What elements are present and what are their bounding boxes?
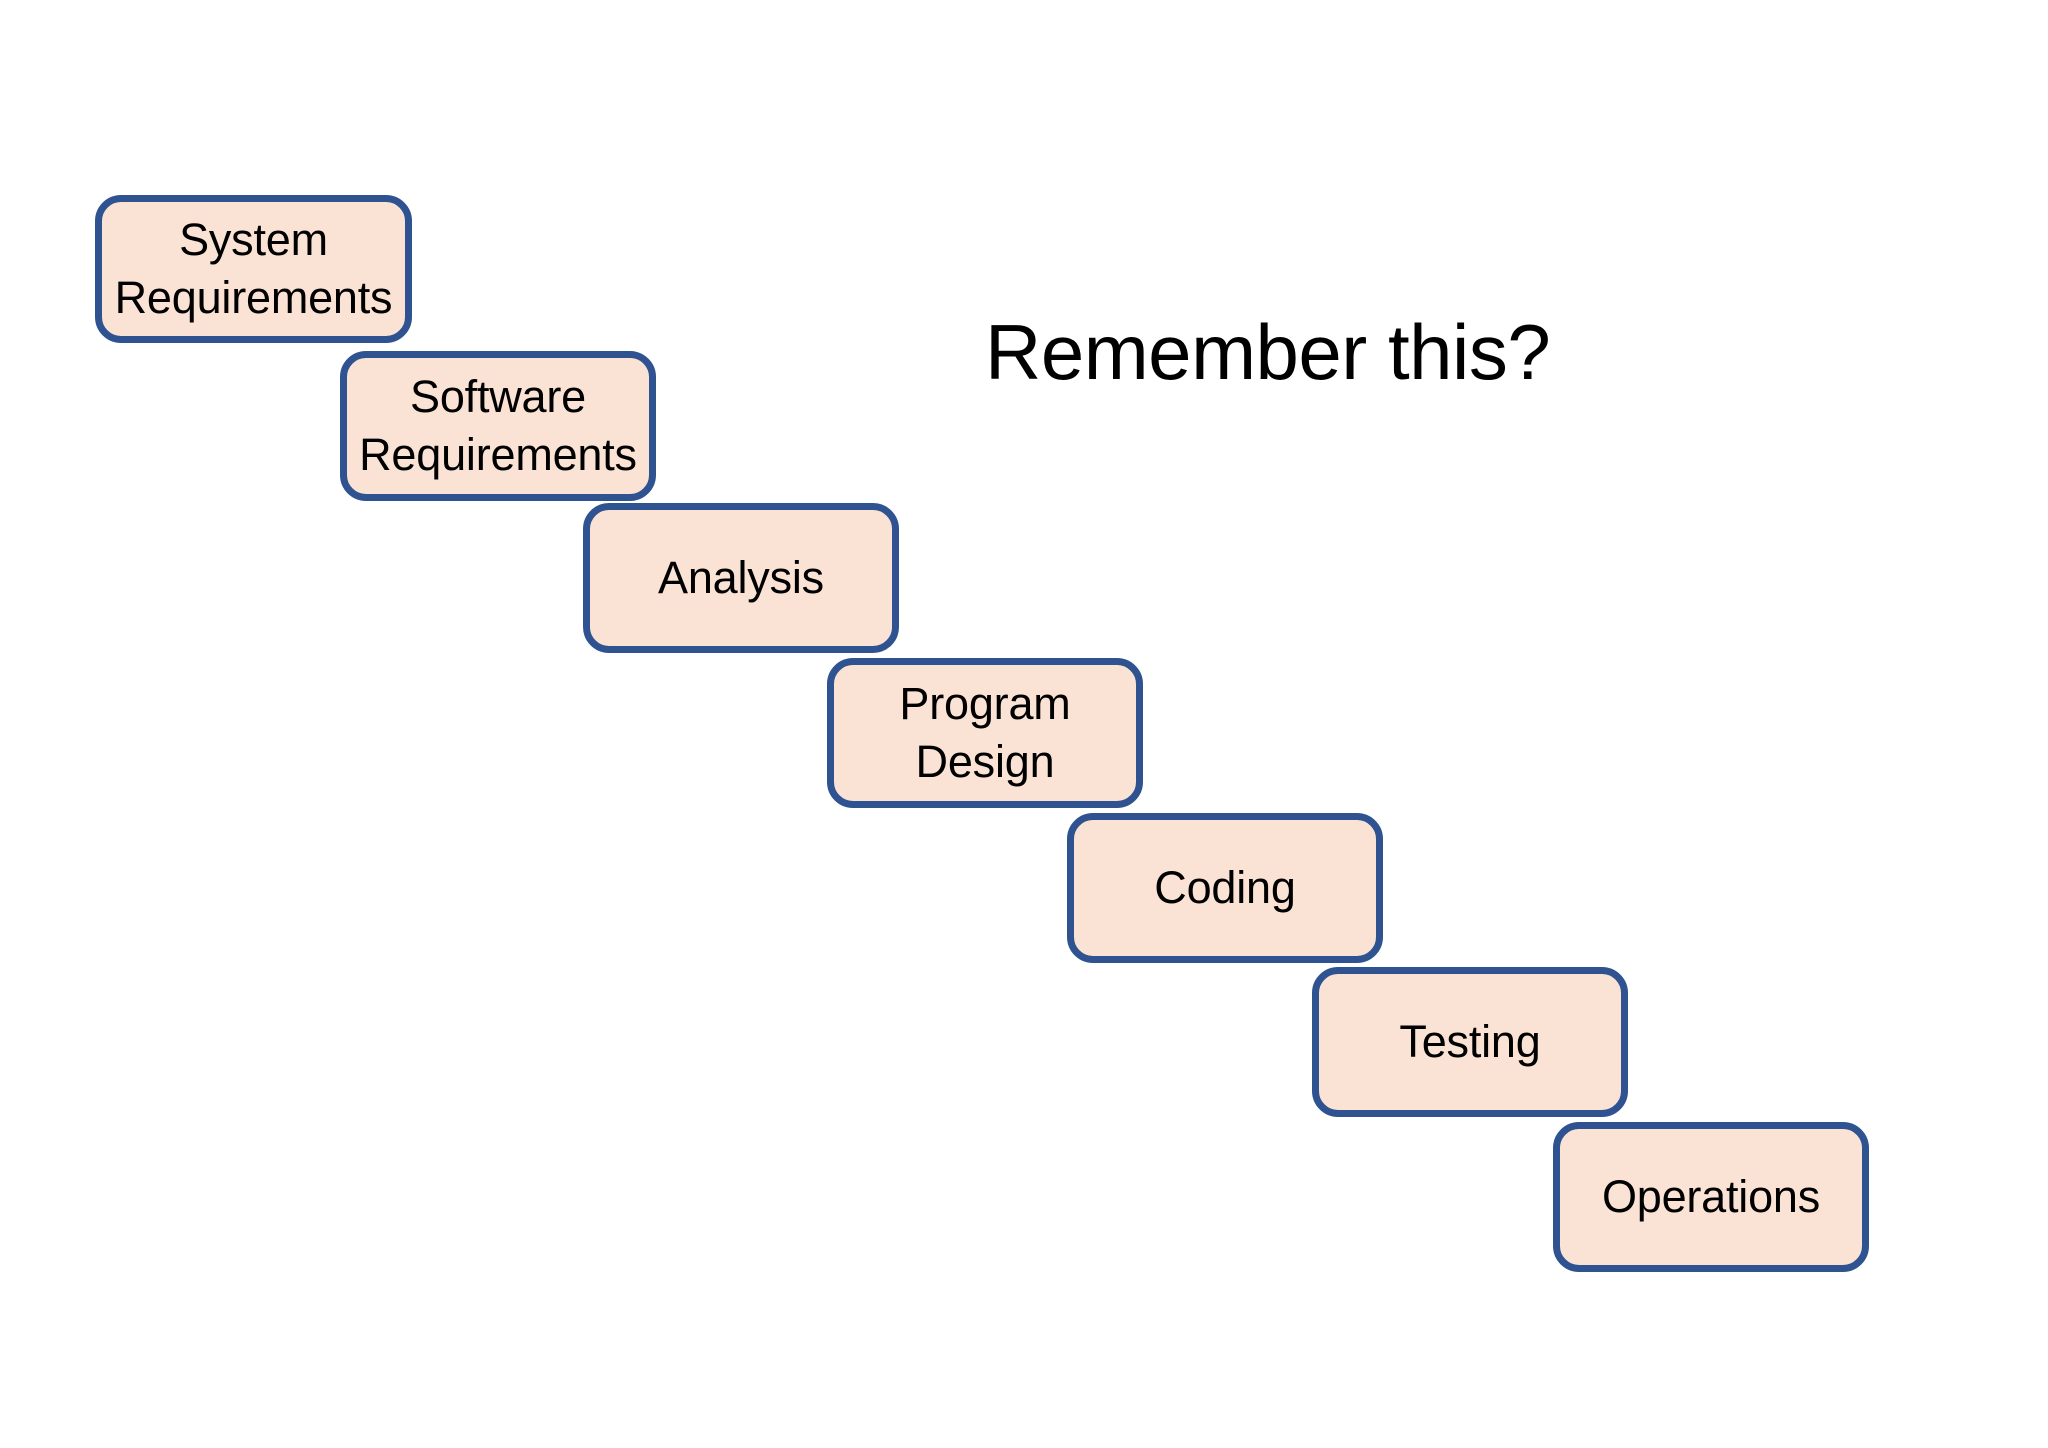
stage-box-coding[interactable]: Coding (1067, 813, 1383, 963)
stage-label-operations: Operations (1601, 1170, 1821, 1222)
stage-box-analysis[interactable]: Analysis (583, 503, 899, 653)
stage-box-software-requirements[interactable]: Software Requirements (340, 351, 656, 501)
stage-label-testing: Testing (1399, 1015, 1541, 1067)
stage-label-software-requirements: Software Requirements (359, 370, 637, 481)
stage-box-testing[interactable]: Testing (1312, 967, 1628, 1117)
stage-box-operations[interactable]: Operations (1553, 1122, 1869, 1272)
stage-box-system-requirements[interactable]: System Requirements (95, 195, 412, 343)
stage-label-system-requirements: System Requirements (114, 213, 393, 324)
stage-label-analysis: Analysis (658, 551, 824, 603)
stage-label-program-design: Program Design (899, 677, 1071, 788)
stage-label-coding: Coding (1154, 861, 1296, 913)
stage-box-program-design[interactable]: Program Design (827, 658, 1143, 808)
page-title: Remember this? (985, 308, 1551, 396)
